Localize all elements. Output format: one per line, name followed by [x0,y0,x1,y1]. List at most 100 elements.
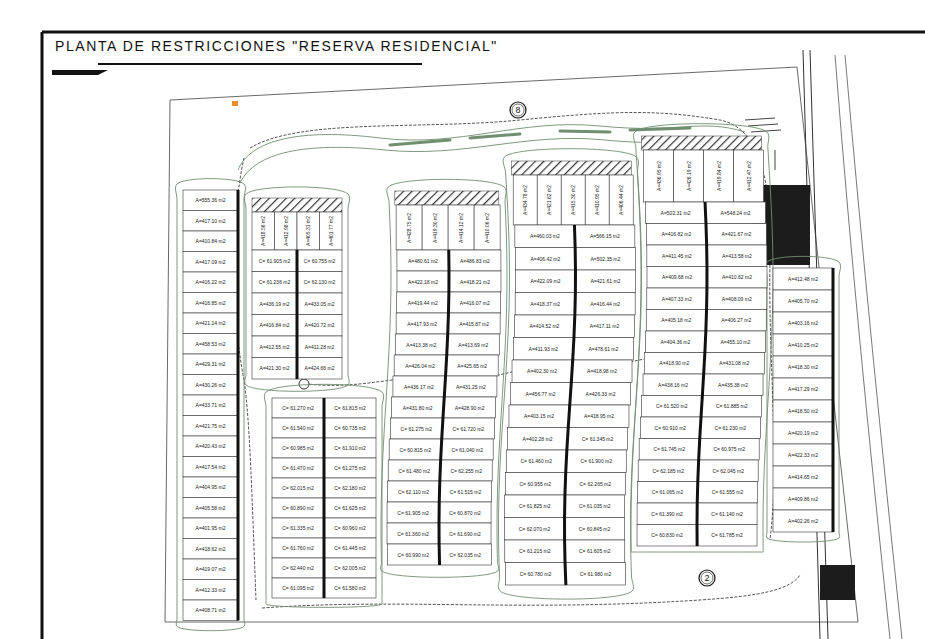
lot-area: A=421.61 m2 [591,279,621,284]
lot [324,558,376,578]
plan-title: PLANTA DE RESTRICCIONES "RESERVA RESIDEN… [55,38,498,54]
lot-rear-line [565,225,576,585]
lot [509,405,569,428]
lot-area: C= 62.045 m2 [712,468,744,473]
lot-area: C= 61.275 m2 [334,466,366,471]
lot [646,202,706,224]
lot [439,481,491,502]
lot-area: A=478.61 m2 [588,346,618,351]
lot-rear-line [237,190,240,621]
lot-area: A=458.53 m2 [196,341,226,346]
lot [297,272,342,294]
lot-area: C= 61.905 m2 [259,258,291,263]
lot [572,360,632,383]
frame-line [41,32,44,639]
lot-area: A=418.21 m2 [460,279,490,284]
lot-area: A=425.65 m2 [457,363,487,368]
lot [397,250,449,271]
lot [252,212,275,250]
lot-area: C= 62.440 m2 [282,566,314,571]
lot-area: C= 60.755 m2 [304,258,336,263]
lot-area: A=405.18 m2 [661,318,691,323]
lot [449,292,501,313]
lot [272,498,324,518]
block-curb [175,179,245,631]
lot [645,331,705,353]
lot-area: A=407.33 m2 [662,296,692,301]
lot [565,563,625,586]
lot-area: C= 62.185 m2 [652,468,684,473]
block-curb [244,187,349,391]
lot-area: A=403.16 m2 [788,321,818,326]
lot [773,510,833,532]
lot-area: A=412.98 m2 [283,216,288,246]
lot [390,418,442,439]
roundabout [299,379,309,389]
lot [515,248,575,271]
lot-area: A=417.29 m2 [788,387,818,392]
lot-area: C= 61.345 m2 [582,436,614,441]
lot [387,544,439,565]
lot-area: A=402.30 m2 [527,369,557,374]
lot-area: A=421.67 m2 [721,232,751,237]
lot-area: C= 61.540 m2 [282,426,314,431]
callout-ring [699,570,715,586]
lot-area: C= 61.885 m2 [716,404,748,409]
restricted-hatch [511,161,631,175]
lot [698,460,758,482]
lot-area: A=405.58 m2 [196,505,226,510]
lot [697,503,757,525]
lot-area: C= 61.520 m2 [656,404,688,409]
lot-area: A=434.78 m2 [523,185,528,215]
lot-area: A=420.19 m2 [788,431,818,436]
lot-area: A=436.95 m2 [656,161,661,191]
lot-area: C= 62.015 m2 [282,486,314,491]
lot-area: A=412.33 m2 [196,587,226,592]
lot-area: A=422.09 m2 [531,279,561,284]
lot [573,338,633,361]
lot-area: C= 60.735 m2 [334,426,366,431]
lot [515,293,575,316]
lot-area: C= 60.985 m2 [282,446,314,451]
lot [773,444,833,466]
lot [637,482,697,504]
lot [706,310,766,332]
lot-area: A=429.31 m2 [196,362,226,367]
lot [697,482,757,504]
lot-area: A=409.86 m2 [788,497,818,502]
lot [638,460,698,482]
lot [514,315,574,338]
lot-area: C= 60.975 m2 [713,447,745,452]
lot [183,293,238,314]
block-curb [498,149,641,599]
lot [585,175,609,225]
lot [505,518,565,541]
lot-area: A=414.52 m2 [529,324,559,329]
lot-area: A=412.47 m2 [746,161,751,191]
lot-area: C= 60.910 m2 [655,425,687,430]
lot [703,374,763,396]
lot [647,245,707,267]
lot [439,544,491,565]
lot [561,175,585,225]
block-curb [765,256,840,542]
lot-area: A=433.05 m2 [305,301,335,306]
lot-area: A=417.93 m2 [407,321,437,326]
lot-area: C= 62.265 m2 [580,481,612,486]
lot-area: A=480.61 m2 [408,258,438,263]
site-boundary [165,67,858,622]
lot [387,502,439,523]
lot-area: C= 61.555 m2 [712,490,744,495]
lot-area: C= 60.955 m2 [520,481,552,486]
lot-area: A=428.75 m2 [407,213,412,243]
lot [183,334,238,355]
lot-area: A=421.14 m2 [196,321,226,326]
lot [272,438,324,458]
lot-area: C= 60.870 m2 [449,510,481,515]
lot-area: A=566.15 m2 [590,234,620,239]
lot-area: A=431.08 m2 [719,361,749,366]
lot [640,417,700,439]
lot-area: C= 61.035 m2 [579,504,611,509]
lot [700,417,760,439]
lot-area: A=418.98 m2 [587,369,617,374]
